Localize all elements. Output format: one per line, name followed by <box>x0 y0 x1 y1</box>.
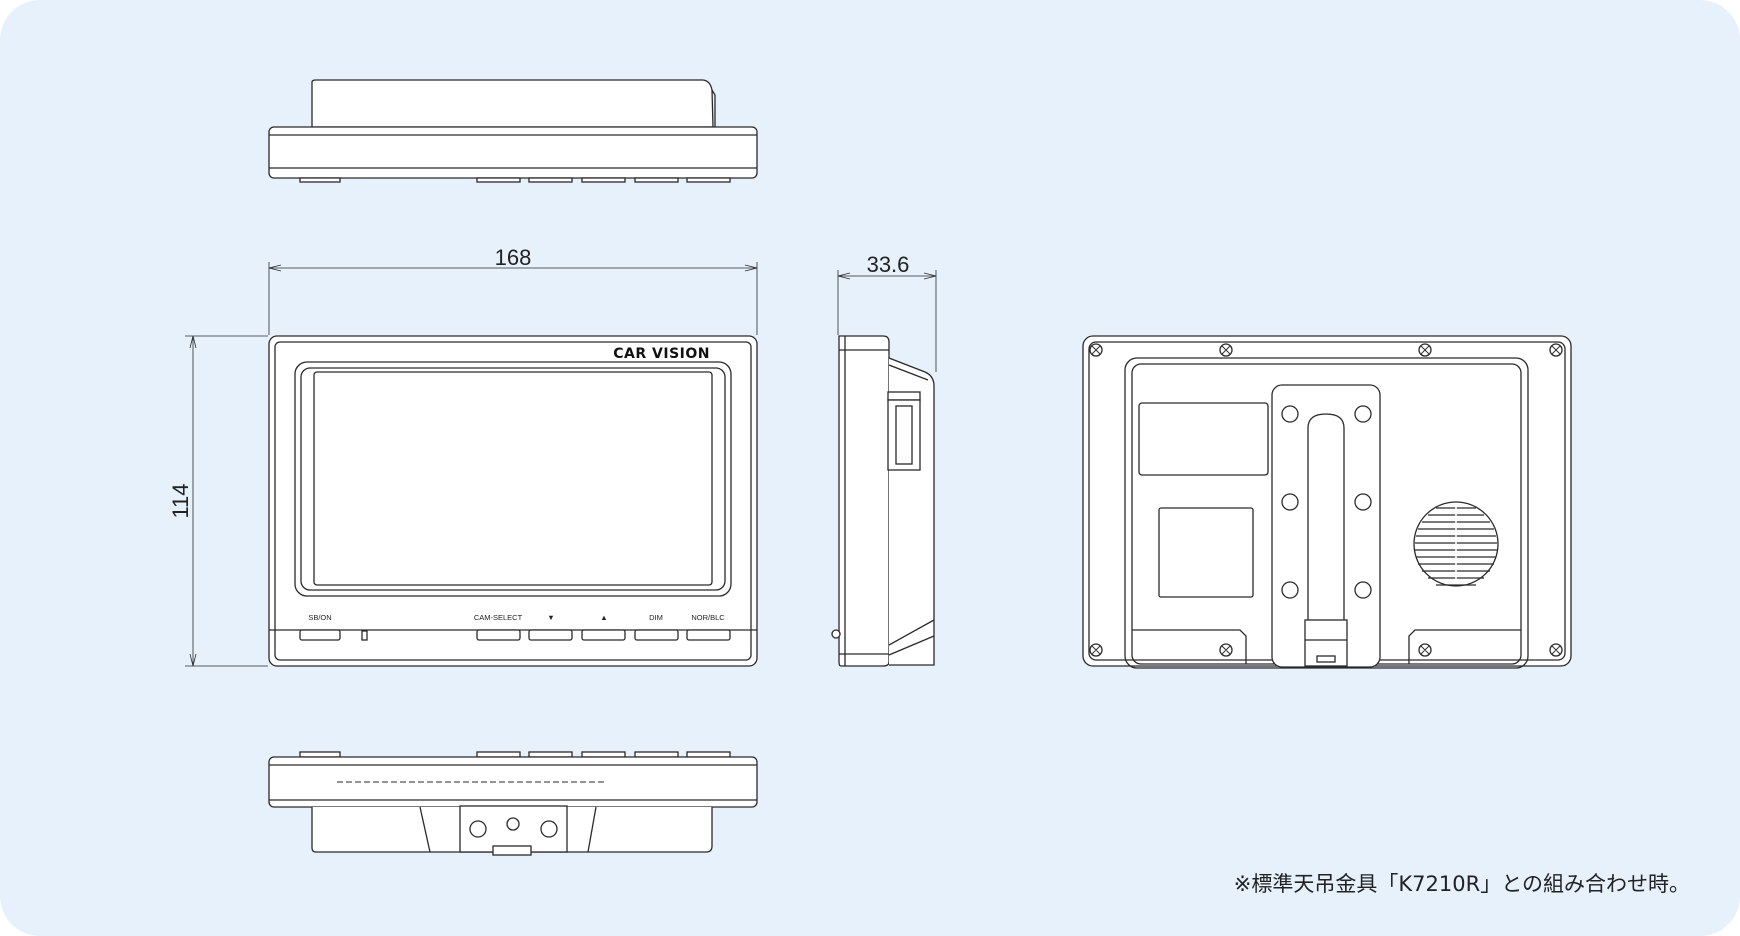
car-vision-logo: CAR VISION <box>613 346 710 362</box>
front-view <box>185 262 758 667</box>
button-label-dim: DIM <box>649 613 663 622</box>
depth-dimension-label: 33.6 <box>867 252 910 277</box>
side-view <box>831 270 937 667</box>
footnote: ※標準天吊金具「K7210R」との組み合わせ時。 <box>1233 872 1690 896</box>
bottom-view <box>268 751 758 856</box>
button-label-up: ▲ <box>600 613 607 622</box>
width-dimension-label: 168 <box>495 245 532 270</box>
top-view <box>268 79 758 183</box>
button-label-sb-on: SB/ON <box>308 613 331 622</box>
button-label-nor-blc: NOR/BLC <box>691 613 725 622</box>
button-label-down: ▼ <box>547 613 554 622</box>
height-dimension-label: 114 <box>168 483 193 518</box>
button-label-cam-select: CAM-SELECT <box>474 613 523 622</box>
back-view <box>1082 335 1572 669</box>
